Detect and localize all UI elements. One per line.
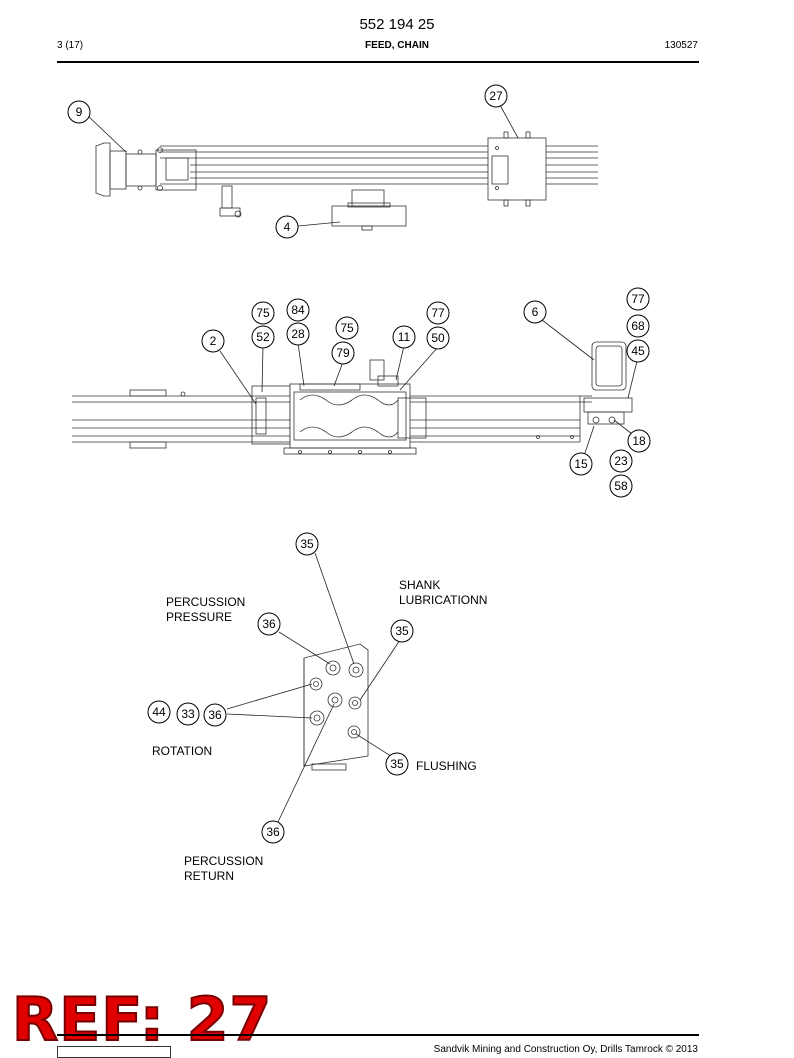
reference-stamp: REF: 27 [11, 984, 273, 1056]
document-number: 552 194 25 [359, 16, 435, 33]
callout-bubble: 35 [385, 752, 409, 776]
callout-bubble: 11 [392, 325, 416, 349]
callout-bubble: 35 [295, 532, 319, 556]
svg-text:4: 4 [284, 220, 291, 234]
label-flushing: FLUSHING [416, 759, 477, 773]
label-percussion-return: PERCUSSION RETURN [184, 854, 264, 883]
callout-bubble: 18 [627, 429, 651, 453]
svg-text:11: 11 [398, 330, 411, 344]
footer-logo [57, 1046, 171, 1058]
callouts-mid: 2 75 52 84 28 75 79 11 77 50 6 77 68 45 … [201, 287, 651, 498]
callout-bubble: 23 [609, 449, 633, 473]
callout-bubble: 77 [426, 301, 450, 325]
svg-text:77: 77 [431, 306, 445, 320]
svg-text:44: 44 [152, 705, 166, 719]
footer-rule [57, 1034, 699, 1036]
callout-bubble: 4 [275, 215, 299, 239]
callout-bubble: 2 [201, 329, 225, 353]
callout-bubble: 28 [286, 322, 310, 346]
svg-text:35: 35 [390, 757, 404, 771]
callout-bubble: 27 [484, 84, 508, 108]
svg-text:35: 35 [300, 537, 314, 551]
callout-bubble: 9 [67, 100, 91, 124]
svg-text:18: 18 [632, 434, 646, 448]
svg-text:52: 52 [256, 330, 270, 344]
svg-text:33: 33 [181, 707, 195, 721]
callout-bubble: 77 [626, 287, 650, 311]
page-indicator: 3 (17) [57, 40, 84, 51]
callout-bubble: 52 [251, 325, 275, 349]
section-title: FEED, CHAIN [365, 40, 429, 51]
svg-text:75: 75 [256, 306, 270, 320]
svg-text:58: 58 [614, 479, 628, 493]
svg-text:75: 75 [340, 321, 354, 335]
svg-text:15: 15 [574, 457, 588, 471]
top-view-feed [95, 131, 598, 231]
callout-bubble: 75 [251, 301, 275, 325]
svg-text:77: 77 [631, 292, 645, 306]
callout-bubble: 68 [626, 314, 650, 338]
callouts-top: 9 27 4 [67, 84, 508, 239]
callout-bubble: 36 [203, 703, 227, 727]
callout-bubble: 79 [331, 341, 355, 365]
side-view-feed [72, 341, 633, 455]
leader-lines [87, 104, 638, 823]
callout-bubble: 35 [390, 619, 414, 643]
callout-bubble: 36 [257, 612, 281, 636]
svg-text:79: 79 [336, 346, 350, 360]
svg-text:36: 36 [266, 825, 280, 839]
document-date: 130527 [664, 40, 698, 51]
valve-block [303, 643, 369, 771]
footer-copyright: Sandvik Mining and Construction Oy, Dril… [433, 1044, 698, 1055]
svg-text:36: 36 [208, 708, 222, 722]
label-percussion-pressure: PERCUSSION PRESSURE [166, 595, 246, 624]
svg-text:27: 27 [489, 89, 503, 103]
header-rule [57, 61, 699, 63]
svg-text:23: 23 [614, 454, 628, 468]
callout-bubble: 50 [426, 326, 450, 350]
svg-text:35: 35 [395, 624, 409, 638]
svg-text:9: 9 [76, 105, 83, 119]
callout-bubble: 58 [609, 474, 633, 498]
svg-text:45: 45 [631, 344, 645, 358]
callout-bubble: 6 [523, 300, 547, 324]
callout-bubble: 75 [335, 316, 359, 340]
callout-bubble: 15 [569, 452, 593, 476]
callout-bubble: 44 [147, 700, 171, 724]
svg-text:50: 50 [431, 331, 445, 345]
callout-bubble: 36 [261, 820, 285, 844]
label-shank-lubrication: SHANK LUBRICATIONN [399, 578, 488, 607]
svg-text:6: 6 [532, 305, 539, 319]
svg-text:36: 36 [262, 617, 276, 631]
label-rotation: ROTATION [152, 744, 213, 758]
svg-text:28: 28 [291, 327, 305, 341]
svg-text:84: 84 [291, 303, 305, 317]
callouts-bottom: 35 36 35 44 33 36 35 36 [147, 532, 414, 844]
callout-bubble: 45 [626, 339, 650, 363]
svg-text:68: 68 [631, 319, 645, 333]
callout-bubble: 33 [176, 702, 200, 726]
svg-text:2: 2 [210, 334, 217, 348]
callout-bubble: 84 [286, 298, 310, 322]
